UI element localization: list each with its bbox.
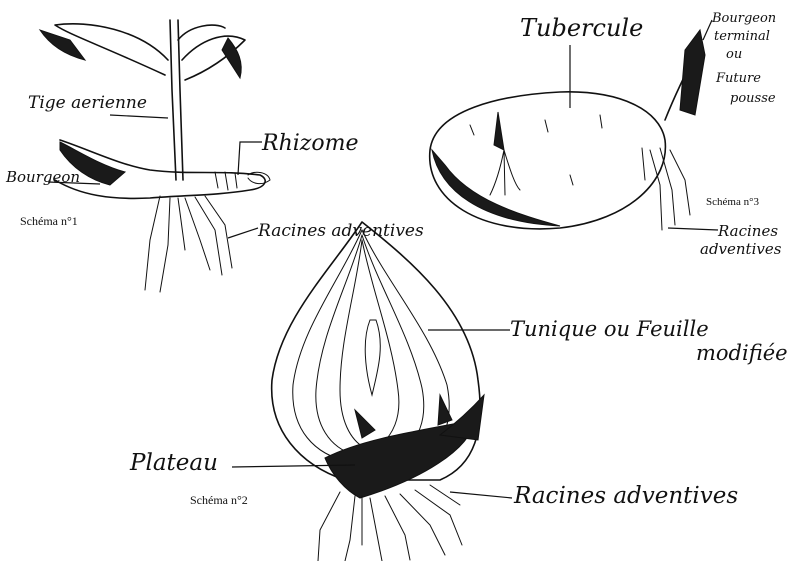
label-bourgeon: Bourgeon (5, 168, 80, 186)
leader-racines-1 (228, 228, 258, 238)
schema-2-bulb (232, 222, 512, 561)
caption-schema-2: Schéma n°2 (190, 493, 248, 507)
leader-racines-3 (668, 228, 718, 230)
label-bourgeon-l1: Bourgeon (711, 11, 776, 26)
internal-sprout (494, 112, 504, 150)
aerial-stem (170, 20, 176, 180)
label-plateau: Plateau (129, 450, 218, 476)
root (145, 196, 160, 290)
caption-schema-3: Schéma n°3 (706, 196, 759, 208)
schema-3-tuber (430, 20, 718, 230)
leader-bourgeon-terminal (703, 20, 712, 40)
tuber-body (430, 92, 666, 229)
schema-1-rhizome-plant (40, 20, 270, 292)
label-tunique-l1: Tunique ou Feuille (510, 317, 709, 341)
central-bud (365, 320, 380, 395)
tuber-root (650, 150, 662, 230)
label-bourgeon-l3: ou (726, 47, 742, 62)
label-bourgeon-l5: pousse (730, 91, 776, 106)
tunic-layer (293, 230, 362, 462)
label-racines-3-l1: Racines (717, 222, 778, 240)
leader-tige (110, 115, 168, 118)
bulb-root (318, 492, 340, 561)
label-rhizome: Rhizome (261, 131, 359, 156)
label-racines-3-l2: adventives (700, 240, 782, 258)
label-tige-aerienne: Tige aerienne (28, 93, 147, 113)
label-bourgeon-l4: Future (715, 71, 761, 86)
leader-racines-2 (450, 492, 512, 498)
label-racines-adventives-1: Racines adventives (257, 221, 424, 241)
label-tubercule: Tubercule (520, 14, 643, 42)
caption-schema-1: Schéma n°1 (20, 214, 78, 228)
terminal-bud (680, 30, 705, 115)
tuber-shading (432, 150, 560, 226)
leader-rhizome (238, 142, 262, 175)
label-tunique-l2: modifiée (696, 341, 788, 365)
label-racines-adventives-2: Racines adventives (513, 483, 738, 509)
label-bourgeon-l2: terminal (714, 29, 770, 44)
